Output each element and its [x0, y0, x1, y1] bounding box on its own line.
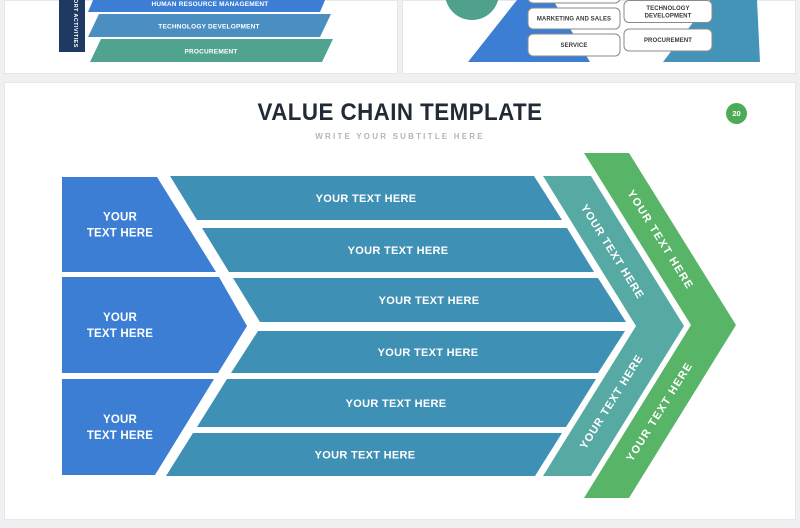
procurement-box-label: PROCUREMENT [644, 38, 692, 44]
technology-box [623, 0, 713, 23]
value-chain-diagram: YOUR TEXT HERE YOUR TEXT HERE YOUR TEXT … [62, 153, 736, 498]
left-block-1 [62, 177, 216, 272]
technology-box-label-line2: DEVELOPMENT [645, 14, 692, 20]
procurement-bar-label: PROCUREMENT [184, 49, 237, 56]
green-chevron-band [584, 153, 736, 498]
page-subtitle: WRITE YOUR SUBTITLE HERE [315, 132, 485, 141]
page-title: VALUE CHAIN TEMPLATE [257, 99, 543, 126]
left-block-2-label-line1: YOUR [103, 312, 138, 324]
activities-boxes-diagram: MARKETING AND SALES SERVICE TECHNOLOGY D… [445, 0, 760, 62]
bar-6-label: YOUR TEXT HERE [315, 450, 416, 462]
service-box-label: SERVICE [561, 43, 588, 49]
top-right-slide-preview[interactable]: MARKETING AND SALES SERVICE TECHNOLOGY D… [402, 0, 796, 74]
main-slide[interactable]: VALUE CHAIN TEMPLATE WRITE YOUR SUBTITLE… [4, 82, 796, 520]
technology-bar-label: TECHNOLOGY DEVELOPMENT [158, 24, 259, 31]
left-block-1-label-line2: TEXT HERE [87, 228, 153, 240]
bar-2 [202, 228, 594, 272]
bar-2-label: YOUR TEXT HERE [348, 245, 449, 257]
procurement-bar-shape [90, 39, 333, 62]
bar-4-label: YOUR TEXT HERE [378, 347, 479, 359]
bar-1 [170, 176, 562, 220]
marketing-box-label: MARKETING AND SALES [537, 17, 611, 23]
support-activities-diagram: HUMAN RESOURCE MANAGEMENT TECHNOLOGY DEV… [59, 0, 333, 62]
bar-3-label: YOUR TEXT HERE [379, 295, 480, 307]
support-activities-bar [59, 0, 85, 52]
marketing-box [527, 7, 621, 30]
cut-off-box [527, 0, 621, 4]
left-block-3 [62, 379, 214, 475]
bar-4 [231, 331, 625, 373]
left-block-3-label-line1: YOUR [103, 414, 138, 426]
teal-circle-decoration [445, 0, 499, 20]
hr-bar-label: HUMAN RESOURCE MANAGEMENT [152, 1, 269, 8]
top-left-slide-preview[interactable]: HUMAN RESOURCE MANAGEMENT TECHNOLOGY DEV… [4, 0, 398, 74]
technology-box-label-line1: TECHNOLOGY [646, 6, 689, 12]
bar-5-label: YOUR TEXT HERE [346, 398, 447, 410]
service-box [527, 33, 621, 57]
left-block-1-label-line1: YOUR [103, 212, 138, 224]
bar-6 [166, 433, 562, 476]
procurement-box [623, 28, 713, 52]
bar-1-label: YOUR TEXT HERE [316, 193, 417, 205]
technology-bar-shape [88, 14, 331, 37]
hr-bar-shape [88, 0, 326, 12]
support-activities-label: SUPPORT ACTIVITIES [72, 0, 78, 48]
left-block-3-label-line2: TEXT HERE [87, 430, 153, 442]
bar-5 [197, 379, 596, 427]
page-number-badge: 20 [726, 103, 747, 124]
teal-chevron-band [543, 176, 684, 476]
left-block-2 [62, 277, 247, 373]
left-block-2-label-line2: TEXT HERE [87, 328, 153, 340]
bar-3 [233, 278, 626, 322]
